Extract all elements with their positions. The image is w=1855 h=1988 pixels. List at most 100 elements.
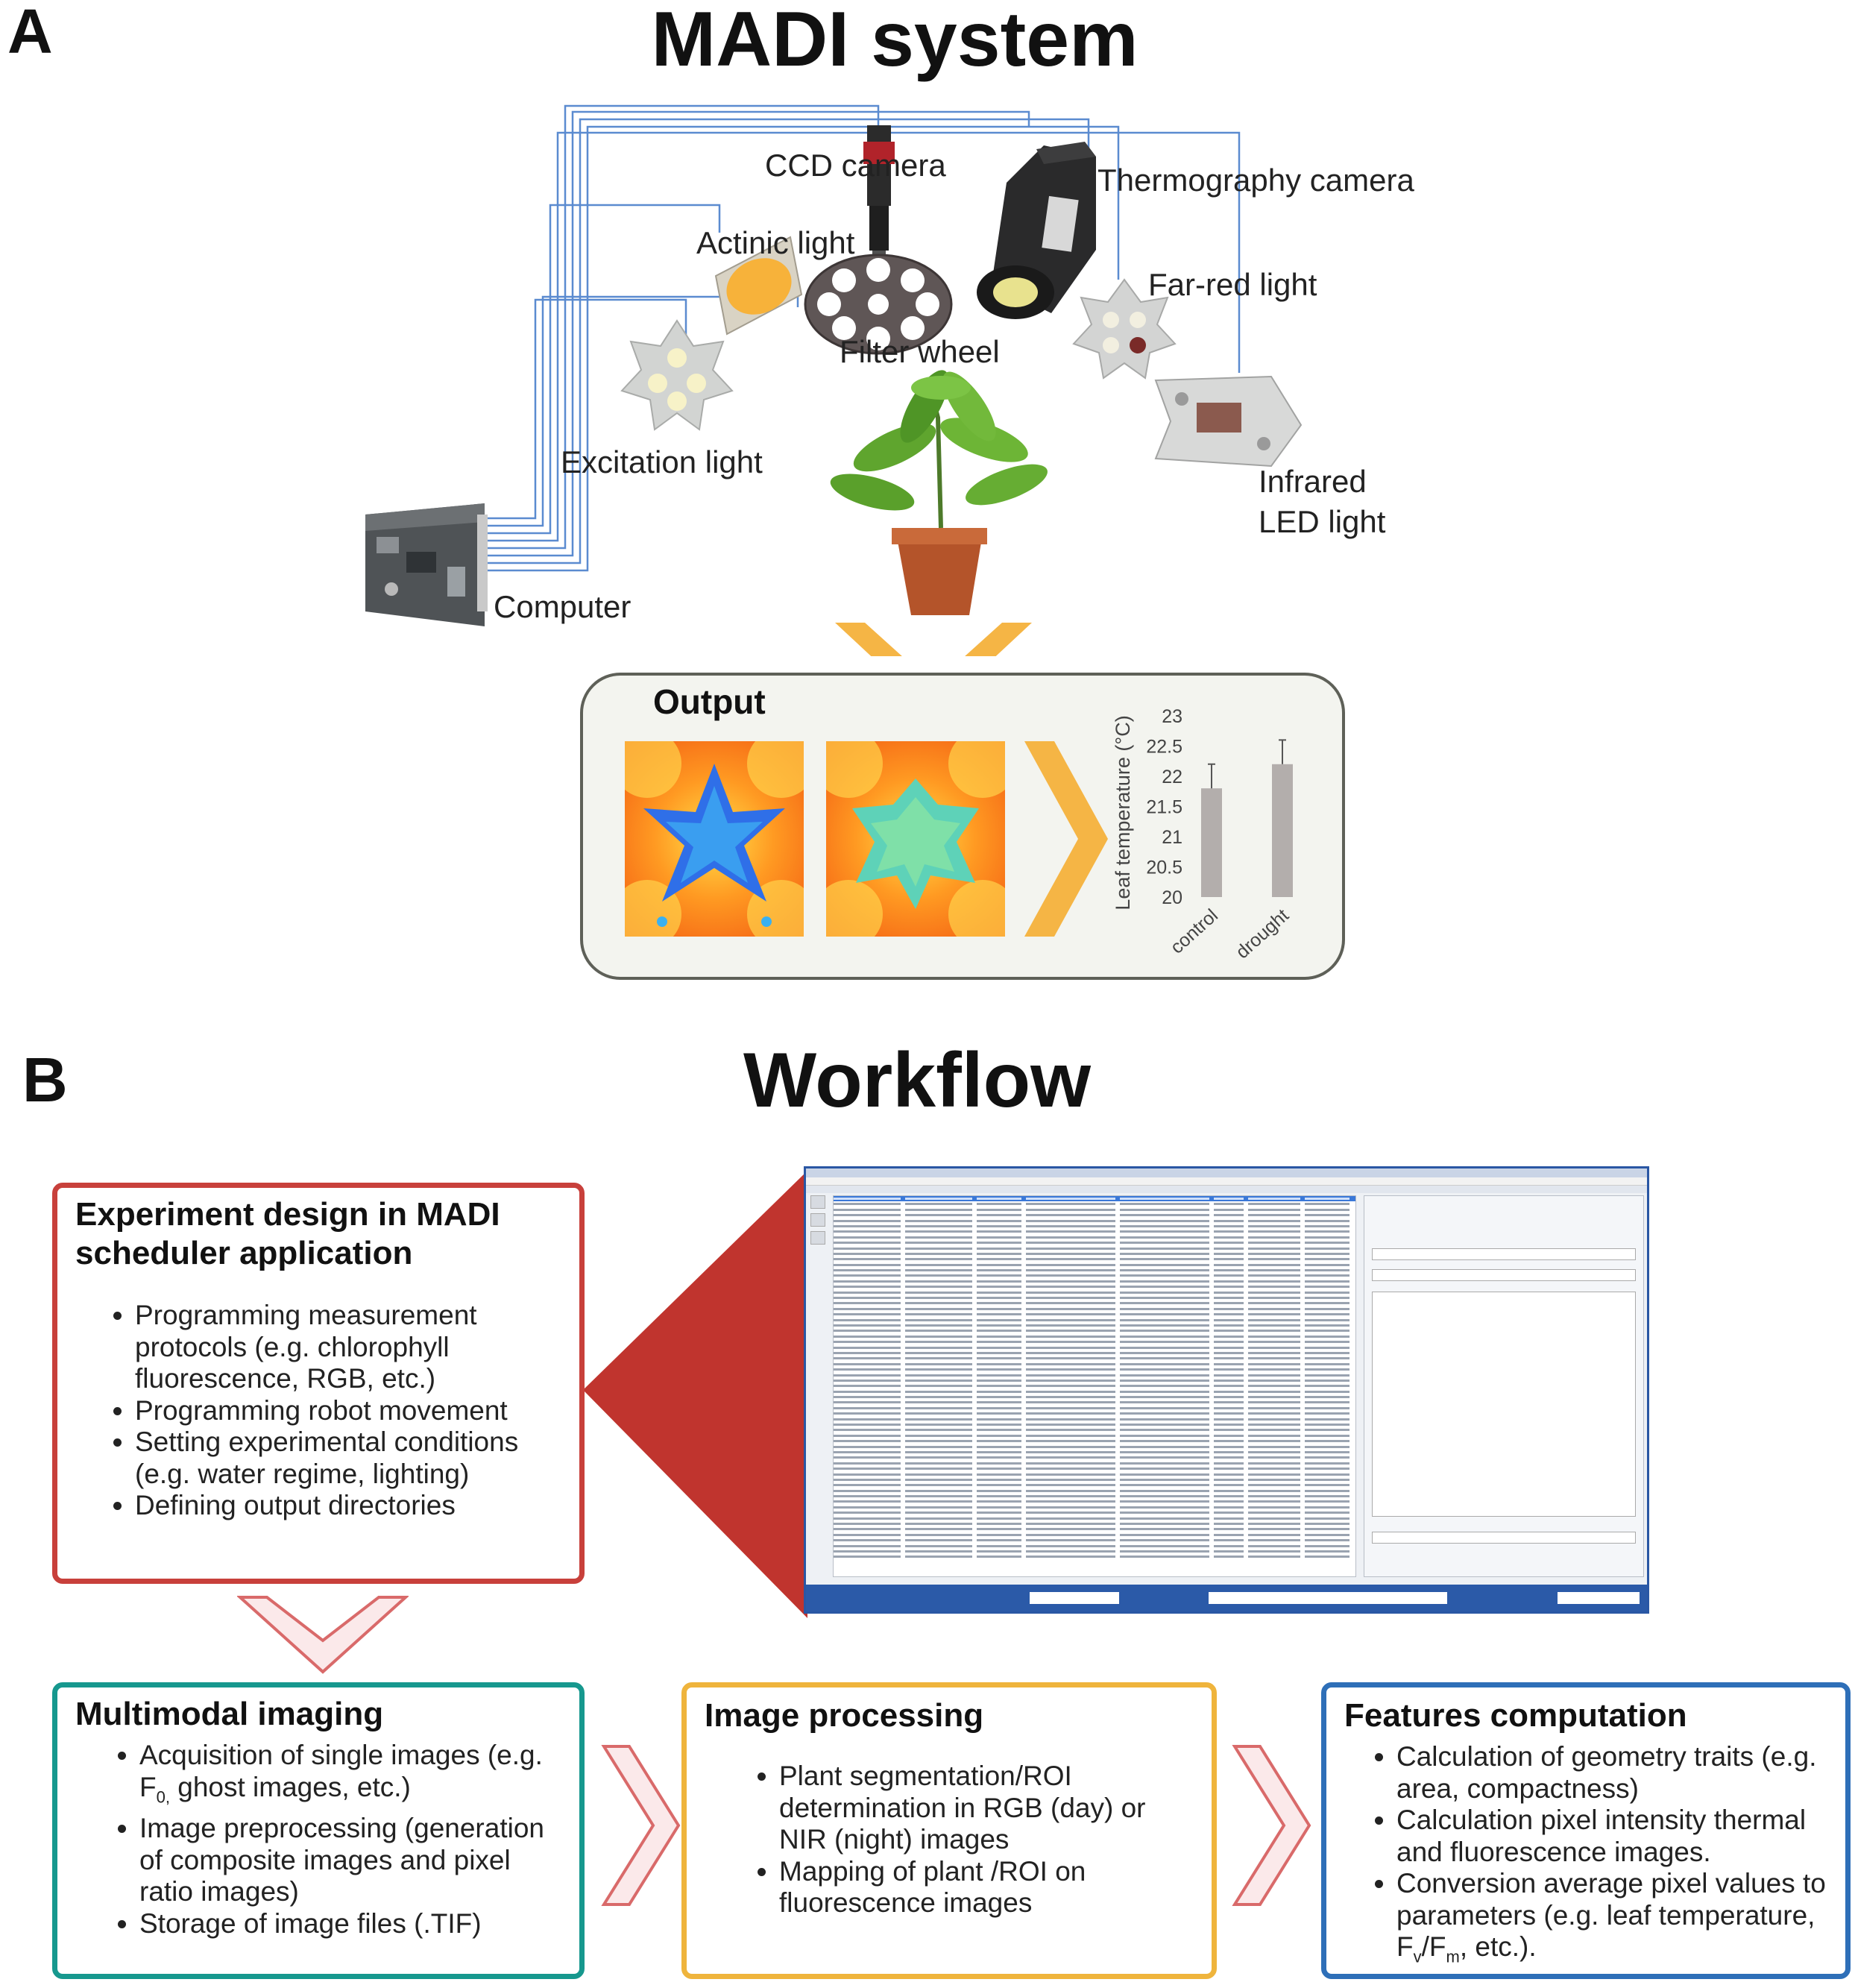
far-red-light-icon xyxy=(1072,278,1177,380)
processing-item: Plant segmentation/ROI determination in … xyxy=(779,1761,1194,1856)
screenshot-table-row xyxy=(834,1510,1355,1515)
screenshot-table-row xyxy=(834,1477,1355,1482)
screenshot-table-row xyxy=(834,1482,1355,1488)
features-item: Conversion average pixel values to param… xyxy=(1396,1868,1827,1973)
label-computer: Computer xyxy=(494,589,632,624)
chart-y-tick-label: 21 xyxy=(1162,827,1182,848)
screenshot-table-row xyxy=(834,1554,1355,1559)
screenshot-table-row xyxy=(834,1422,1355,1427)
features-item: Calculation of geometry traits (e.g. are… xyxy=(1396,1741,1827,1805)
chevron-down-icon xyxy=(835,623,1032,656)
screenshot-table-row xyxy=(834,1328,1355,1333)
screenshot-table-row xyxy=(834,1273,1355,1278)
screenshot-table-row xyxy=(834,1538,1355,1543)
screenshot-table-row xyxy=(834,1455,1355,1460)
screenshot-table-row xyxy=(834,1532,1355,1538)
screenshot-table-row xyxy=(834,1235,1355,1240)
screenshot-table-row xyxy=(834,1224,1355,1229)
features-item: Calculation pixel intensity thermal and … xyxy=(1396,1805,1827,1868)
screenshot-table-row xyxy=(834,1521,1355,1526)
screenshot-table-row xyxy=(834,1526,1355,1532)
multimodal-imaging-title: Multimodal imaging xyxy=(75,1696,384,1732)
screenshot-table-row xyxy=(834,1494,1355,1499)
screenshot-table-row xyxy=(834,1268,1355,1273)
screenshot-table-row xyxy=(834,1295,1355,1300)
screenshot-table-row xyxy=(834,1406,1355,1411)
screenshot-table-row xyxy=(834,1323,1355,1328)
screenshot-table-row xyxy=(834,1207,1355,1212)
design-item: Setting experimental conditions (e.g. wa… xyxy=(135,1426,561,1490)
chart-y-tick-label: 22 xyxy=(1162,767,1182,787)
screenshot-table-row xyxy=(834,1229,1355,1234)
screenshot-table-row xyxy=(834,1246,1355,1251)
screenshot-table-row xyxy=(834,1196,1355,1202)
screenshot-table-row xyxy=(834,1201,1355,1207)
scheduler-app-screenshot xyxy=(804,1166,1649,1614)
excitation-light-icon xyxy=(620,319,734,431)
screenshot-table-row xyxy=(834,1367,1355,1372)
chart-y-tick-label: 20 xyxy=(1162,887,1182,908)
thermal-image-drought xyxy=(826,741,1005,937)
screenshot-table-row xyxy=(834,1334,1355,1339)
chart-y-tick-label: 20.5 xyxy=(1146,858,1182,878)
screenshot-table-row xyxy=(834,1218,1355,1224)
chevron-right-icon xyxy=(1024,741,1108,937)
screenshot-table-row xyxy=(834,1433,1355,1438)
screenshot-table-row xyxy=(834,1499,1355,1504)
screenshot-table-row xyxy=(834,1461,1355,1466)
screenshot-table-row xyxy=(834,1290,1355,1295)
screenshot-table-row xyxy=(834,1378,1355,1383)
label-actinic-light: Actinic light xyxy=(696,225,855,260)
screenshot-table-row xyxy=(834,1427,1355,1432)
infrared-led-icon xyxy=(1154,375,1303,468)
screenshot-table-row xyxy=(834,1262,1355,1268)
screenshot-table-row xyxy=(834,1318,1355,1323)
filter-wheel-icon xyxy=(804,254,953,355)
screenshot-table-row xyxy=(834,1472,1355,1477)
panel-b-title: Workflow xyxy=(743,1037,1092,1124)
design-item: Defining output directories xyxy=(135,1490,561,1522)
image-processing-title: Image processing xyxy=(705,1697,984,1734)
chart-y-tick-label: 23 xyxy=(1162,706,1182,727)
chart-y-tick-label: 22.5 xyxy=(1146,737,1182,758)
multimodal-imaging-box: Multimodal imaging Acquisition of single… xyxy=(52,1682,585,1979)
label-ccd-camera: CCD camera xyxy=(765,148,946,183)
imaging-item: Acquisition of single images (e.g. F0, g… xyxy=(139,1740,561,1813)
screenshot-table-row xyxy=(834,1240,1355,1245)
chart-y-axis-label: Leaf temperature (°C) xyxy=(1112,715,1134,910)
screenshot-table-row xyxy=(834,1488,1355,1494)
design-item: Programming measurement protocols (e.g. … xyxy=(135,1300,561,1395)
output-label: Output xyxy=(653,682,766,721)
imaging-item: Image preprocessing (generation of compo… xyxy=(139,1813,561,1908)
screenshot-table-row xyxy=(834,1350,1355,1356)
label-infrared-led-2: LED light xyxy=(1259,504,1386,539)
screenshot-table-row xyxy=(834,1411,1355,1416)
panel-a-title: MADI system xyxy=(651,0,1138,83)
chevron-right-outline-icon-2 xyxy=(1232,1745,1311,1906)
screenshot-table-row xyxy=(834,1389,1355,1394)
thermography-camera-icon xyxy=(977,142,1096,319)
screenshot-table-row xyxy=(834,1312,1355,1317)
system-diagram xyxy=(365,104,1303,656)
screenshot-table-row xyxy=(834,1400,1355,1405)
chart-bar-control xyxy=(1201,788,1222,897)
label-far-red-light: Far-red light xyxy=(1148,267,1317,302)
screenshot-table-row xyxy=(834,1356,1355,1361)
chevron-down-outline-icon xyxy=(237,1596,409,1674)
design-item: Programming robot movement xyxy=(135,1395,561,1427)
chart-bar-drought xyxy=(1272,764,1293,897)
screenshot-table-row xyxy=(834,1549,1355,1554)
screenshot-table-row xyxy=(834,1212,1355,1218)
screenshot-table-row xyxy=(834,1444,1355,1450)
label-excitation-light: Excitation light xyxy=(561,444,763,479)
computer-board-icon xyxy=(365,503,488,626)
screenshot-table-row xyxy=(834,1417,1355,1422)
chart-error-bar-control xyxy=(1208,763,1215,789)
screenshot-table-row xyxy=(834,1466,1355,1471)
screenshot-table-row xyxy=(834,1544,1355,1549)
label-thermography-camera: Thermography camera xyxy=(1097,163,1414,198)
chevron-right-outline-icon xyxy=(601,1745,681,1906)
